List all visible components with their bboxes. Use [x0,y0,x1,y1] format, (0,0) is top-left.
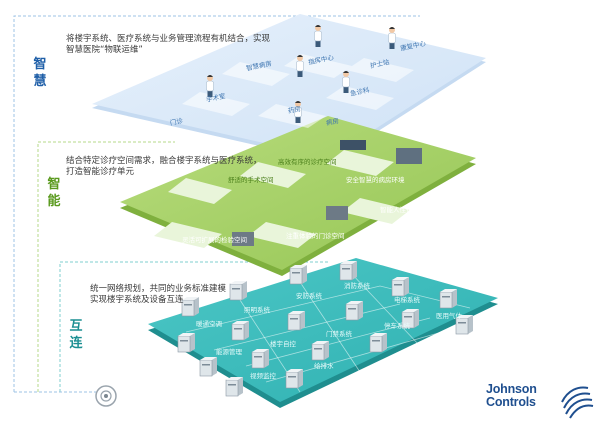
equipment-cabinet [439,289,457,309]
smart-title-char-1: 智 [33,57,47,72]
equipment-cabinet [229,281,247,301]
capable-label-5: 注重体验的门诊空间 [286,232,345,240]
equipment-cabinet [311,341,329,361]
connected-label-9: 门禁系统 [326,330,352,338]
staff-figure-icon [342,71,350,93]
connected-label-6: 医用气体 [436,312,462,320]
brand-wordmark: Johnson Controls [486,383,537,409]
equipment-cabinet [285,369,303,389]
equipment-cabinet [289,265,307,285]
equipment-cabinet [369,333,387,353]
equipment-cabinet [225,377,243,397]
capable-title-char-2: 能 [47,194,61,209]
equipment-cabinet [391,277,409,297]
connected-frame [59,261,330,392]
equipment-cabinet [177,333,195,353]
equipment-cabinet [455,315,473,335]
connected-plane [148,258,498,402]
equipment-cabinet [345,301,363,321]
connected-label-7: 能源管理 [216,348,242,356]
equipment-cabinet [231,321,249,341]
connected-label-1: 暖通空调 [196,320,222,328]
equipment-cabinets [177,261,473,397]
connected-description-line-2: 实现楼宇系统及设备互连 [90,295,184,305]
capable-label-3: 安全智慧的病房环境 [346,176,405,184]
smart-plane [92,14,486,158]
capable-rooms [154,140,422,248]
capable-tier-title: 智 能 [46,176,62,210]
origin-ring-inner [100,390,112,402]
connected-label-11: 视频监控 [250,372,276,380]
brand-mark-icon [561,386,594,419]
connected-label-2: 照明系统 [244,306,270,314]
equipment-cabinet [181,297,199,317]
connected-label-3: 安防系统 [296,292,322,300]
connected-description: 统一网络规划，共同的业务标准建模 实现楼宇系统及设备互连 [90,284,226,306]
capable-description-line-1: 结合特定诊疗空间需求，融合楼宇系统与医疗系统， [66,156,262,166]
equipment-cabinet [401,309,419,329]
equipment-cabinet [199,357,217,377]
connected-tier-title: 互 连 [68,318,84,352]
equipment-cabinet [287,311,305,331]
capable-label-2: 高效有序的诊疗空间 [278,158,337,166]
connected-label-5: 电梯系统 [394,296,420,304]
capable-description: 结合特定诊疗空间需求，融合楼宇系统与医疗系统， 打造智能诊疗单元 [66,156,262,178]
staff-figures [206,25,396,123]
smart-tier-title: 智 慧 [32,56,48,90]
brand-line-2: Controls [486,395,536,409]
capable-frame [37,141,175,392]
capable-label-1: 舒适的手术空间 [228,176,274,184]
smart-description-line-2: 智慧医院“物联运维” [66,45,143,55]
smart-description-line-1: 将楼宇系统、医疗系统与业务管理流程有机结合，实现 [66,34,271,44]
equipment-cabinet [339,261,357,281]
capable-title-char-1: 智 [47,177,61,192]
staff-figure-icon [294,101,302,123]
brand-line-1: Johnson [486,382,537,396]
connected-label-10: 停车系统 [384,322,410,330]
smart-description: 将楼宇系统、医疗系统与业务管理流程有机结合，实现 智慧医院“物联运维” [66,34,270,56]
origin-dot [104,394,108,398]
capable-description-line-2: 打造智能诊疗单元 [66,167,135,177]
connected-label-12: 给排水 [314,362,334,370]
smart-title-char-2: 慧 [33,74,47,89]
connected-title-char-2: 连 [69,336,83,351]
connected-title-char-1: 互 [69,319,83,334]
smart-frame [13,15,420,392]
staff-figure-icon [296,55,304,77]
capable-label-4: 灵活可扩展的检验空间 [182,236,247,244]
equipment-cabinet [251,349,269,369]
connected-label-8: 楼宇自控 [270,340,296,348]
connected-description-line-1: 统一网络规划，共同的业务标准建模 [90,284,227,294]
capable-label-6: 智能人性化的病房 [380,206,432,214]
staff-figure-icon [206,75,214,97]
connected-label-4: 消防系统 [344,282,370,290]
johnson-controls-logo: Johnson Controls [486,383,596,419]
staff-figure-icon [388,27,396,49]
staff-figure-icon [314,25,322,47]
